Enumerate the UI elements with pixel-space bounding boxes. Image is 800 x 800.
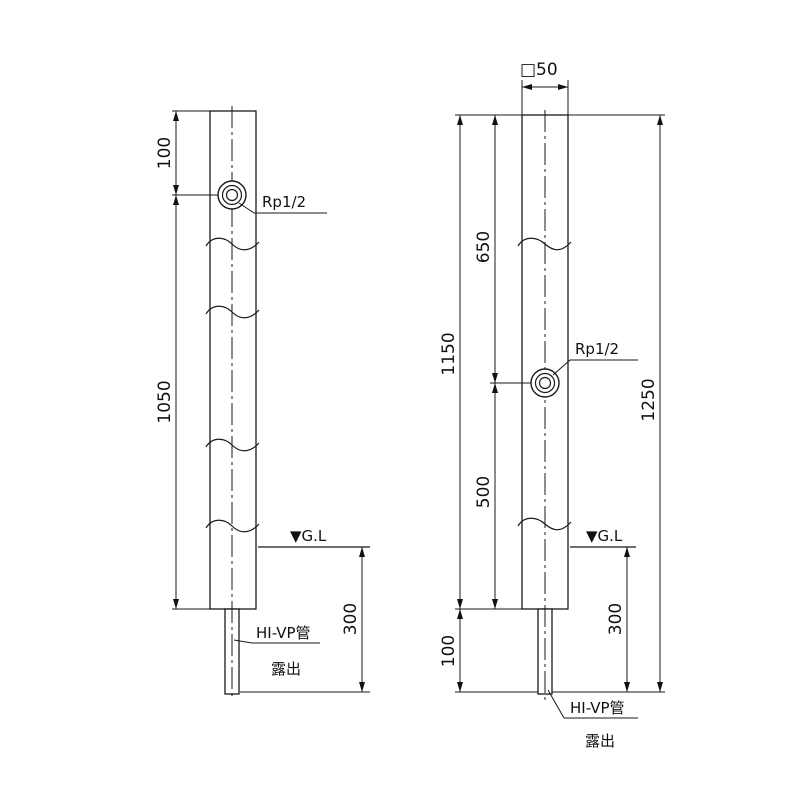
dim-arrow	[522, 84, 532, 90]
dim-arrow	[173, 111, 179, 121]
right-dim-total-label: 1250	[639, 378, 659, 421]
left-break-mark	[205, 519, 260, 533]
left-dim-pipe-label: 300	[341, 603, 361, 635]
dim-arrow	[457, 609, 463, 619]
right-dim-pipe-label: 300	[606, 603, 626, 635]
dim-arrow	[492, 115, 498, 125]
left-dim-main-label: 1050	[155, 380, 175, 423]
right-outlet-symbol	[530, 368, 560, 398]
dim-arrow	[657, 682, 663, 692]
right-pipe-leader	[547, 689, 565, 719]
dim-arrow	[457, 599, 463, 609]
right-break-mark	[517, 517, 572, 531]
left-pipe-leader	[233, 639, 253, 644]
right-pipe-sub-label: 露出	[585, 732, 615, 750]
left-break-mark	[205, 305, 260, 319]
left-break-mark	[205, 237, 260, 251]
right-pipe-label: HI-VP管	[570, 699, 625, 717]
left-dim-top-label: 100	[155, 137, 175, 169]
dim-arrow	[359, 547, 365, 557]
dim-arrow	[457, 682, 463, 692]
right-break-mark	[517, 237, 572, 251]
dim-arrow	[492, 599, 498, 609]
left-pipe-sub-label: 露出	[271, 660, 301, 678]
dim-arrow	[492, 373, 498, 383]
right-dim-main-label: 1150	[439, 332, 459, 375]
right-dim-bottom-label: 100	[439, 635, 459, 667]
dim-arrow	[457, 115, 463, 125]
left-break-mark	[205, 438, 260, 452]
right-dim-lower-label: 500	[474, 476, 494, 508]
dim-arrow	[657, 115, 663, 125]
dim-arrow	[624, 547, 630, 557]
dim-arrow	[359, 682, 365, 692]
left-ground-label: ▼G.L	[290, 527, 327, 545]
right-outlet-label: Rp1/2	[575, 340, 619, 358]
left-view: Rp1/2 100 1050 ▼G.L 300 HI-VP管 露出	[155, 106, 370, 699]
dim-arrow	[173, 185, 179, 195]
dim-arrow	[173, 195, 179, 205]
right-outlet-leader	[552, 359, 571, 376]
right-width-label: □50	[520, 60, 558, 80]
left-outlet-leader	[238, 202, 255, 214]
dim-arrow	[492, 383, 498, 393]
right-ground-label: ▼G.L	[586, 527, 623, 545]
dim-arrow	[173, 599, 179, 609]
dim-arrow	[624, 682, 630, 692]
left-outlet-label: Rp1/2	[262, 193, 306, 211]
right-dim-upper-label: 650	[474, 231, 494, 263]
dim-arrow	[558, 84, 568, 90]
left-pipe-label: HI-VP管	[256, 624, 311, 642]
right-view: □50 Rp1/2 650 500 1150	[439, 60, 665, 750]
